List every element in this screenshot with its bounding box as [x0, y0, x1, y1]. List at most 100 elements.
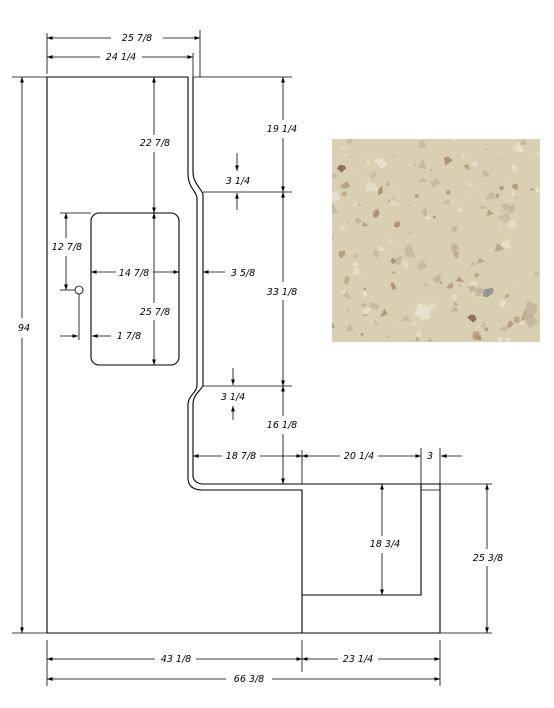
stone-chip	[432, 273, 441, 283]
stone-chip	[362, 290, 369, 297]
stone-chip	[455, 276, 465, 283]
stone-chip	[511, 183, 519, 191]
stone-chip	[332, 203, 338, 215]
stone-chip	[465, 190, 469, 194]
stone-chip	[400, 315, 412, 322]
stone-chip	[390, 282, 397, 291]
stone-chip	[353, 171, 358, 176]
dim-bottom-right: 23 1/4	[343, 654, 373, 665]
dim-bottom-overall: 66 3/8	[234, 674, 264, 685]
stone-chip	[377, 185, 383, 196]
stone-chip	[467, 314, 477, 323]
stone-chip	[476, 324, 481, 328]
stone-chip	[332, 173, 338, 179]
stone-chip	[346, 139, 353, 145]
stone-chip	[346, 323, 354, 332]
stone-chip	[519, 139, 528, 145]
stone-chip	[443, 156, 453, 166]
stone-chip	[353, 200, 357, 207]
stone-chip	[446, 189, 451, 195]
stone-chip	[427, 336, 433, 342]
stone-swatch	[332, 139, 540, 342]
stone-chip	[472, 160, 479, 167]
stone-chip	[332, 190, 341, 202]
dim-faucet-offset: 1 7/8	[117, 331, 141, 342]
dim-right-lower: 16 1/8	[267, 420, 297, 431]
stone-chip	[392, 155, 396, 158]
dim-sink-height: 25 7/8	[140, 307, 170, 318]
stone-chip	[504, 293, 509, 299]
stone-chip	[394, 325, 397, 327]
dimension-lines	[20, 36, 489, 681]
stone-chip	[338, 183, 344, 188]
dim-top-inner: 24 1/4	[106, 52, 136, 63]
stone-chip	[366, 158, 372, 166]
stone-chip	[417, 159, 427, 169]
dim-right-middle: 33 1/8	[267, 287, 297, 298]
stone-chip	[450, 293, 458, 301]
countertop-outline	[46, 76, 441, 634]
stone-chip	[468, 168, 472, 171]
stone-chip	[458, 283, 463, 288]
dim-bottom-left: 43 1/8	[161, 654, 191, 665]
stone-chip	[406, 203, 411, 206]
stone-chip	[450, 243, 460, 252]
stone-chip	[352, 265, 361, 275]
stone-chip	[354, 217, 362, 225]
stone-chip	[340, 181, 351, 189]
stone-chip	[413, 162, 417, 167]
stone-chip	[486, 209, 494, 217]
sink-cutout	[90, 212, 180, 366]
stone-chip	[393, 221, 400, 228]
stone-chip	[352, 252, 358, 259]
stone-chip	[391, 261, 396, 265]
stone-chip	[498, 186, 505, 191]
stone-chip	[475, 334, 482, 341]
stone-chip	[534, 270, 539, 277]
stone-chip	[368, 171, 376, 179]
stone-chip	[414, 303, 431, 321]
dim-wall-gap: 3 5/8	[231, 268, 255, 279]
stone-chip	[516, 286, 519, 289]
stone-chip	[513, 316, 520, 324]
stone-chip	[506, 320, 514, 329]
stone-chip	[338, 250, 346, 259]
stone-chip	[461, 152, 467, 158]
stone-chip	[479, 320, 486, 329]
dim-sink-left: 12 7/8	[52, 242, 82, 253]
stone-chip	[341, 290, 346, 295]
stone-chip	[415, 336, 420, 342]
stone-chip	[341, 190, 347, 197]
dim-sink-width: 14 7/8	[119, 268, 149, 279]
stone-chip	[430, 169, 433, 172]
stone-chip	[474, 273, 480, 278]
dim-right-upper: 19 1/4	[267, 124, 297, 135]
dim-step-upper: 3 1/4	[226, 176, 250, 187]
stone-chip	[497, 336, 503, 342]
stone-chip	[517, 146, 524, 153]
dim-left-height: 94	[18, 323, 30, 334]
stone-chip	[453, 251, 459, 259]
stone-chip	[454, 266, 458, 268]
stone-chip	[507, 220, 516, 229]
stone-chip	[504, 336, 511, 342]
stone-chip	[476, 257, 486, 264]
stone-chip	[482, 287, 494, 298]
stone-chip	[418, 177, 429, 183]
stone-chip	[344, 276, 350, 286]
stone-chip	[467, 180, 473, 187]
stone-chip	[450, 139, 458, 142]
stone-chip	[332, 236, 335, 241]
stone-chip	[362, 221, 369, 227]
stone-chip	[337, 328, 341, 331]
stone-chip	[389, 180, 391, 184]
stone-chip	[358, 203, 362, 207]
stone-chip	[537, 150, 540, 156]
stone-chip	[332, 322, 335, 329]
stone-chip	[364, 278, 369, 281]
stone-chip	[481, 169, 491, 178]
stone-chip	[501, 238, 512, 249]
stone-chip	[470, 290, 477, 297]
stone-chip	[512, 164, 517, 172]
